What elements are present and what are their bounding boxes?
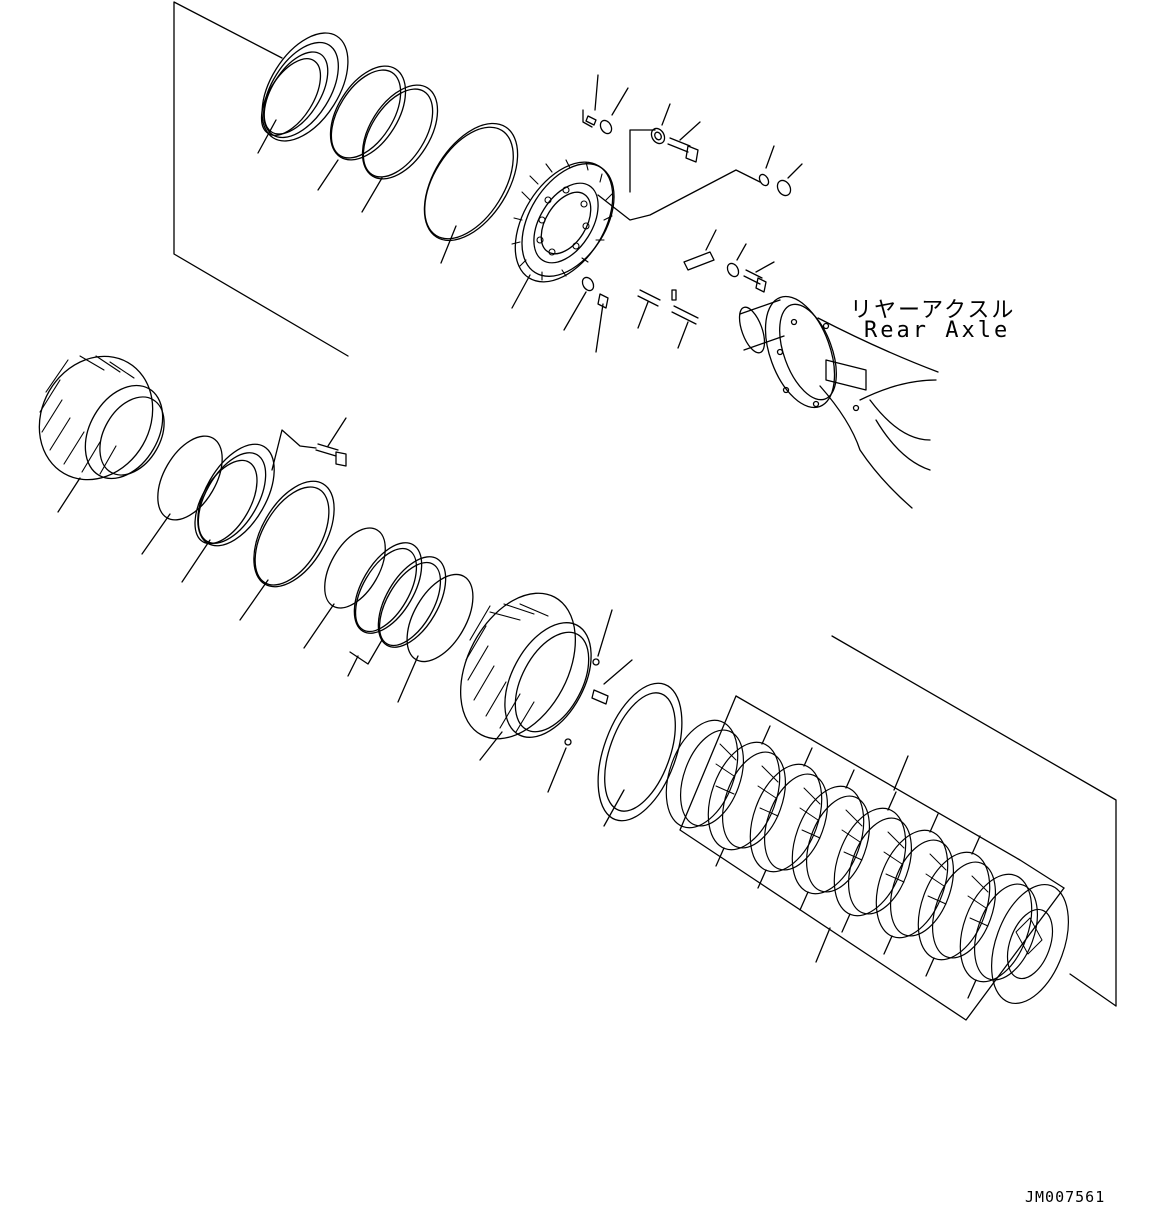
bolt-group-upper xyxy=(583,75,802,220)
rear-axle-label-english: Rear Axle xyxy=(864,318,1011,343)
ring-set-lower xyxy=(142,418,487,702)
snap-ring-part xyxy=(347,72,453,212)
rear-axle-label-japanese: リヤーアクスル xyxy=(850,298,1016,323)
clutch-housing-part xyxy=(17,336,178,512)
o-ring-part xyxy=(315,53,421,190)
clutch-drum-part xyxy=(437,574,632,792)
piston-carrier-part xyxy=(495,145,633,308)
disc-pack-frame xyxy=(680,636,1116,1020)
rear-axle-housing xyxy=(734,287,938,508)
upper-group-frame xyxy=(174,2,348,356)
seal-ring-part xyxy=(244,18,365,156)
thrust-plate-part xyxy=(582,672,699,832)
bolt-group-mid xyxy=(564,230,774,352)
thin-ring-part xyxy=(405,107,537,263)
drawing-code: JM007561 xyxy=(1025,1188,1106,1206)
clutch-disc-stack xyxy=(653,710,1083,1013)
